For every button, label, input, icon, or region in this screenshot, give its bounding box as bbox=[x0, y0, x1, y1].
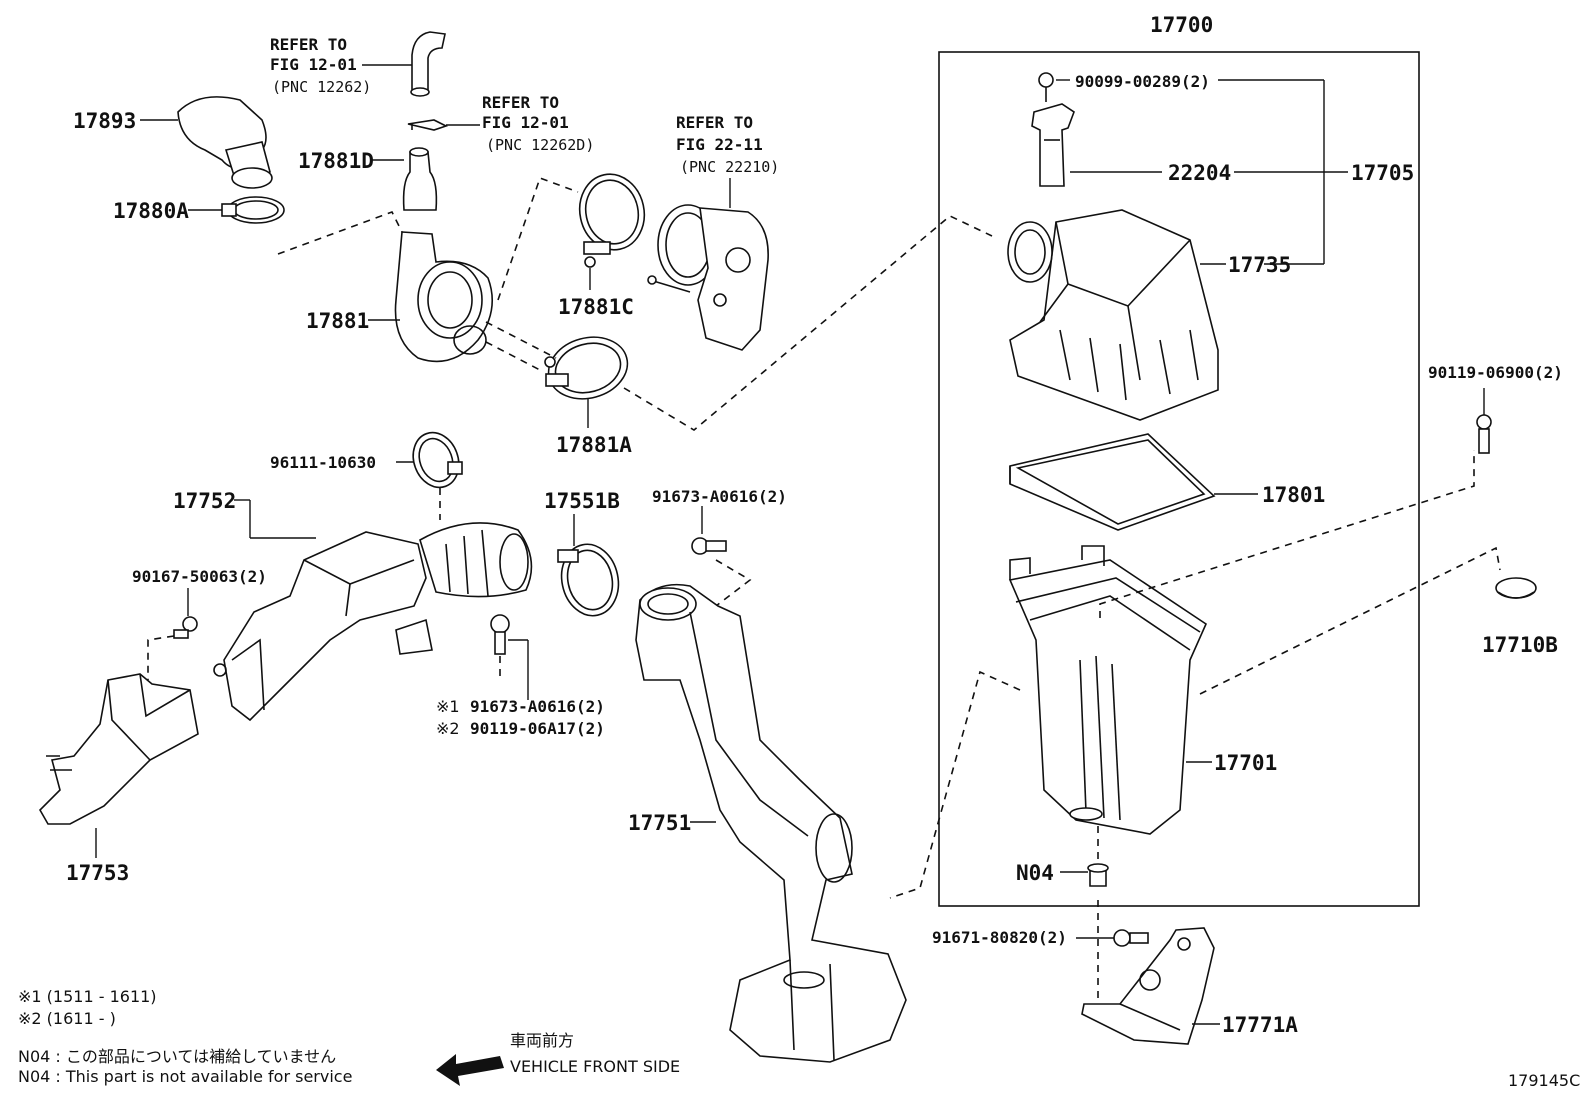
label-17752: 17752 bbox=[173, 489, 236, 513]
svg-text:FIG 22-11: FIG 22-11 bbox=[676, 135, 763, 154]
label-17710B: 17710B bbox=[1482, 633, 1558, 657]
svg-text:(PNC 12262): (PNC 12262) bbox=[272, 78, 371, 96]
duct-17751-drawing bbox=[635, 583, 907, 1063]
label-17881A: 17881A bbox=[556, 433, 632, 457]
label-17893: 17893 bbox=[73, 109, 136, 133]
bolt-90119-06900-drawing bbox=[1476, 414, 1492, 454]
duct-17752-drawing bbox=[213, 522, 533, 722]
label-17735: 17735 bbox=[1228, 253, 1291, 277]
label-90099-00289: 90099-00289(2) bbox=[1075, 72, 1210, 91]
label-91673-A0616: 91673-A0616(2) bbox=[470, 697, 605, 716]
label-17751: 17751 bbox=[628, 811, 691, 835]
bolt-91673-top-drawing bbox=[691, 537, 727, 555]
svg-text:(PNC 22210): (PNC 22210) bbox=[680, 158, 779, 176]
svg-text:FIG 12-01: FIG 12-01 bbox=[482, 113, 569, 132]
mark-2: ※2 bbox=[436, 719, 460, 738]
direction-en: VEHICLE FRONT SIDE bbox=[510, 1057, 680, 1076]
part-17880A-drawing bbox=[221, 196, 285, 224]
label-N04: N04 bbox=[1016, 861, 1054, 885]
mark-1: ※1 bbox=[436, 697, 460, 716]
footnote-n04-jp: N04 : この部品については補給していません bbox=[18, 1047, 336, 1066]
clamp-96111-drawing bbox=[412, 431, 463, 489]
label-91671-80820: 91671-80820(2) bbox=[932, 928, 1067, 947]
group-label: 17700 bbox=[1150, 13, 1213, 37]
filter-17801-drawing bbox=[1009, 433, 1216, 531]
refer-note-2: REFER TO FIG 12-01 (PNC 12262D) bbox=[482, 93, 594, 154]
clip-12262D-drawing bbox=[407, 119, 449, 131]
svg-text:REFER TO: REFER TO bbox=[482, 93, 559, 112]
figure-id: 179145C bbox=[1508, 1071, 1580, 1090]
case-17701-drawing bbox=[1008, 545, 1208, 835]
label-90167-50063: 90167-50063(2) bbox=[132, 567, 267, 586]
label-17801: 17801 bbox=[1262, 483, 1325, 507]
label-17753: 17753 bbox=[66, 861, 129, 885]
label-22204: 22204 bbox=[1168, 161, 1231, 185]
label-17881C: 17881C bbox=[558, 295, 634, 319]
screw-90099-drawing bbox=[1038, 72, 1054, 102]
svg-text:REFER TO: REFER TO bbox=[270, 35, 347, 54]
label-96111-10630: 96111-10630 bbox=[270, 453, 376, 472]
bolt-91673-90119-drawing bbox=[490, 614, 510, 655]
direction-jp: 車両前方 bbox=[510, 1031, 574, 1050]
bolt-91671-drawing bbox=[1113, 929, 1149, 947]
hose-12262-drawing bbox=[410, 31, 446, 97]
label-17701: 17701 bbox=[1214, 751, 1277, 775]
label-17771A: 17771A bbox=[1222, 1013, 1298, 1037]
label-17705: 17705 bbox=[1351, 161, 1414, 185]
svg-text:REFER TO: REFER TO bbox=[676, 113, 753, 132]
clip-90167-drawing bbox=[173, 616, 198, 639]
label-17881: 17881 bbox=[306, 309, 369, 333]
part-17881A-drawing bbox=[544, 336, 629, 400]
label-91673-A0616-top: 91673-A0616(2) bbox=[652, 487, 787, 506]
duct-17753-drawing bbox=[39, 673, 199, 825]
svg-text:FIG 12-01: FIG 12-01 bbox=[270, 55, 357, 74]
part-17881D-drawing bbox=[402, 147, 438, 211]
sensor-22204-drawing bbox=[1031, 103, 1075, 187]
label-90119-06900: 90119-06900(2) bbox=[1428, 363, 1563, 382]
footnote-1: ※1 (1511 - 1611) bbox=[18, 987, 157, 1006]
cover-17735-drawing bbox=[1007, 209, 1219, 421]
label-17880A: 17880A bbox=[113, 199, 189, 223]
front-arrow-icon bbox=[436, 1054, 504, 1086]
label-17881D: 17881D bbox=[298, 149, 374, 173]
clamp-17551B-drawing bbox=[557, 543, 620, 617]
part-17893-drawing bbox=[177, 96, 273, 189]
cap-17710B-drawing bbox=[1495, 577, 1537, 599]
part-17881-drawing bbox=[394, 231, 494, 363]
footnote-n04-en: N04 : This part is not available for ser… bbox=[18, 1067, 352, 1086]
throttle-body-drawing bbox=[647, 204, 769, 351]
grommet-N04-drawing bbox=[1087, 863, 1109, 887]
refer-note-3: REFER TO FIG 22-11 (PNC 22210) bbox=[676, 113, 779, 176]
footnote-2: ※2 (1611 - ) bbox=[18, 1009, 116, 1028]
refer-note-1: REFER TO FIG 12-01 (PNC 12262) bbox=[270, 35, 371, 96]
part-17881C-drawing bbox=[578, 173, 646, 268]
svg-text:(PNC 12262D): (PNC 12262D) bbox=[486, 136, 594, 154]
label-90119-06A17: 90119-06A17(2) bbox=[470, 719, 605, 738]
label-17551B: 17551B bbox=[544, 489, 620, 513]
bracket-17771A-drawing bbox=[1081, 927, 1215, 1045]
assembly-box-17700 bbox=[938, 51, 1420, 907]
